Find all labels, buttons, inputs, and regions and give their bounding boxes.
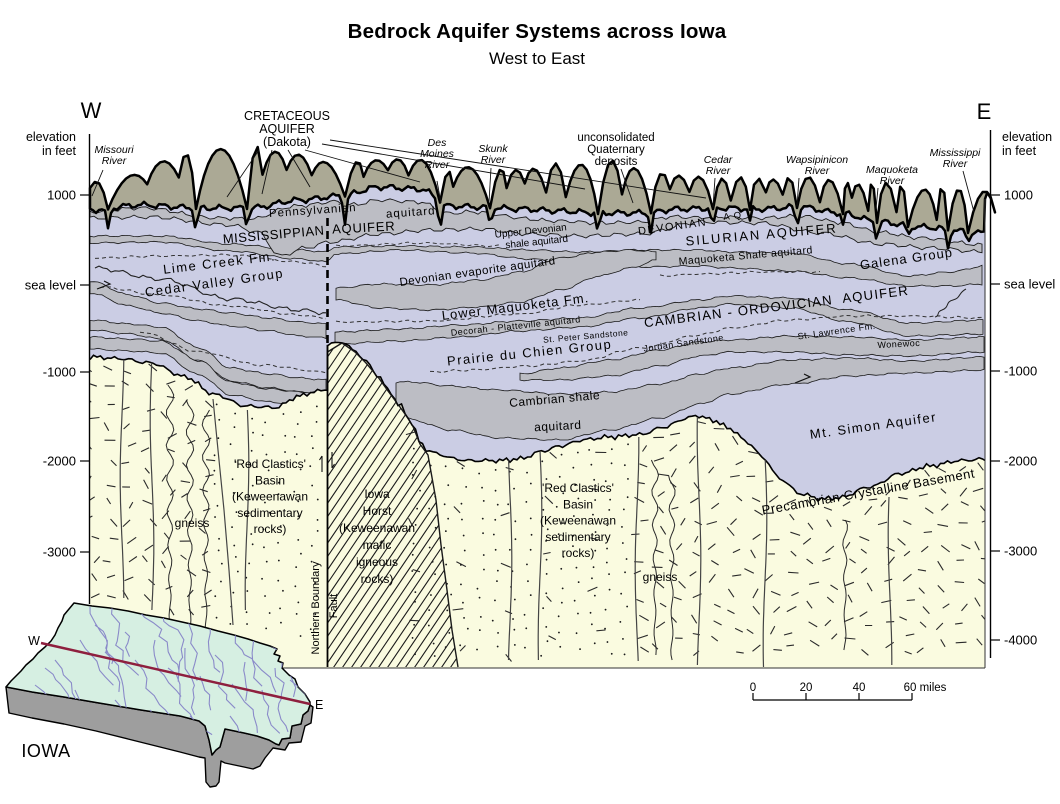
svg-text:in feet: in feet <box>1002 144 1037 158</box>
svg-text:Wapsipinicon: Wapsipinicon <box>786 154 848 166</box>
svg-text:rocks): rocks) <box>254 522 287 536</box>
svg-text:mafic: mafic <box>363 538 392 552</box>
svg-text:-3000: -3000 <box>43 545 76 560</box>
svg-text:1000: 1000 <box>47 188 76 203</box>
svg-text:in feet: in feet <box>42 144 77 158</box>
svg-text:Horst: Horst <box>363 504 392 518</box>
svg-text:Fault: Fault <box>328 594 340 618</box>
svg-text:40: 40 <box>853 682 866 694</box>
svg-text:W: W <box>81 98 102 123</box>
svg-text:Des: Des <box>428 137 447 149</box>
svg-text:'Red Clastics': 'Red Clastics' <box>542 481 614 495</box>
svg-text:'Red Clastics': 'Red Clastics' <box>234 457 306 471</box>
svg-text:AQUIFER: AQUIFER <box>332 218 396 236</box>
svg-text:-2000: -2000 <box>43 454 76 469</box>
svg-text:(Dakota): (Dakota) <box>263 135 311 149</box>
svg-text:sedimentary: sedimentary <box>237 506 302 520</box>
svg-text:Wonewoc: Wonewoc <box>877 338 920 350</box>
svg-text:Bedrock Aquifer Systems across: Bedrock Aquifer Systems across Iowa <box>348 20 727 43</box>
svg-text:(Keweenawan: (Keweenawan <box>339 521 415 535</box>
svg-text:deposits: deposits <box>595 156 638 168</box>
svg-text:unconsolidated: unconsolidated <box>577 132 654 144</box>
svg-text:Moines: Moines <box>420 148 455 160</box>
svg-text:1000: 1000 <box>1004 188 1033 203</box>
svg-text:River: River <box>425 159 450 171</box>
svg-text:aquitard: aquitard <box>386 205 436 220</box>
svg-text:sedimentary: sedimentary <box>545 530 610 544</box>
svg-text:Quaternary: Quaternary <box>587 144 645 156</box>
svg-text:Missouri: Missouri <box>94 144 134 156</box>
svg-text:IOWA: IOWA <box>21 741 70 761</box>
svg-text:(Keweenawan: (Keweenawan <box>540 514 616 528</box>
svg-text:Cedar: Cedar <box>704 154 733 166</box>
svg-text:sea level: sea level <box>25 278 76 293</box>
svg-text:Mississippi: Mississippi <box>930 147 981 159</box>
svg-text:0: 0 <box>750 682 756 694</box>
svg-text:gneiss: gneiss <box>175 516 210 530</box>
svg-text:A Q: A Q <box>723 210 743 223</box>
svg-text:(Keweenawan: (Keweenawan <box>232 490 308 504</box>
svg-text:20: 20 <box>800 682 813 694</box>
svg-text:River: River <box>943 158 968 170</box>
svg-text:-1000: -1000 <box>1004 364 1037 379</box>
svg-text:aquitard: aquitard <box>534 418 582 434</box>
svg-text:AQUIFER: AQUIFER <box>259 122 315 136</box>
svg-text:Maquoketa: Maquoketa <box>866 164 918 176</box>
svg-text:River: River <box>805 165 830 177</box>
svg-text:River: River <box>481 154 506 166</box>
svg-text:-2000: -2000 <box>1004 454 1037 469</box>
svg-text:W: W <box>28 634 40 648</box>
svg-text:rocks): rocks) <box>361 572 394 586</box>
svg-text:sea level: sea level <box>1004 277 1055 292</box>
svg-text:igneous: igneous <box>356 555 398 569</box>
svg-text:River: River <box>880 175 905 187</box>
svg-text:West to East: West to East <box>489 49 585 68</box>
svg-text:rocks): rocks) <box>562 546 595 560</box>
svg-text:-1000: -1000 <box>43 365 76 380</box>
svg-text:-3000: -3000 <box>1004 544 1037 559</box>
svg-text:River: River <box>706 165 731 177</box>
svg-text:Basin: Basin <box>255 473 285 487</box>
svg-text:elevation: elevation <box>1002 130 1052 144</box>
svg-text:CRETACEOUS: CRETACEOUS <box>244 109 330 123</box>
svg-text:River: River <box>102 155 127 167</box>
svg-text:-4000: -4000 <box>1004 633 1037 648</box>
svg-text:elevation: elevation <box>26 130 76 144</box>
svg-text:Basin: Basin <box>563 497 593 511</box>
svg-text:Iowa: Iowa <box>364 487 390 501</box>
svg-text:E: E <box>977 99 992 124</box>
svg-text:Skunk: Skunk <box>478 143 508 155</box>
svg-text:Northern Boundary: Northern Boundary <box>310 561 322 654</box>
svg-text:60 miles: 60 miles <box>904 682 947 694</box>
svg-text:E: E <box>315 698 323 712</box>
svg-text:gneiss: gneiss <box>643 570 678 584</box>
